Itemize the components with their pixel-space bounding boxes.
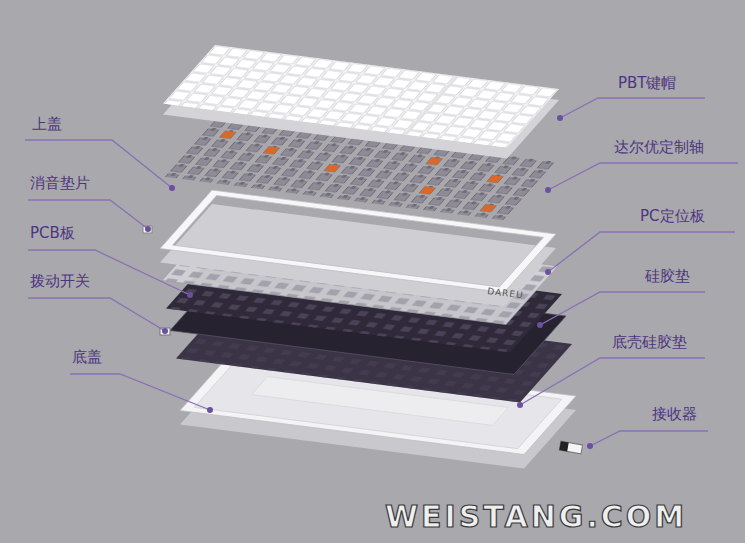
part-label: 达尔优定制轴 — [614, 138, 704, 156]
receiver — [559, 441, 582, 454]
leader-lines — [25, 98, 738, 446]
part-label: PBT键帽 — [618, 74, 677, 92]
leader-dots — [145, 115, 593, 449]
part-label: 底壳硅胶垫 — [612, 333, 687, 351]
keycaps — [163, 45, 559, 148]
part-label: PC定位板 — [640, 207, 705, 225]
part-label: 上盖 — [32, 115, 62, 133]
part-label: PCB板 — [30, 224, 75, 242]
part-label: 硅胶垫 — [645, 267, 690, 285]
part-label: 底盖 — [72, 348, 102, 366]
watermark: WEISTANG.COM — [385, 500, 687, 534]
damping-pad — [143, 226, 152, 233]
part-label: 消音垫片 — [30, 174, 90, 192]
part-label: 拨动开关 — [30, 272, 90, 290]
part-label: 接收器 — [652, 405, 697, 423]
